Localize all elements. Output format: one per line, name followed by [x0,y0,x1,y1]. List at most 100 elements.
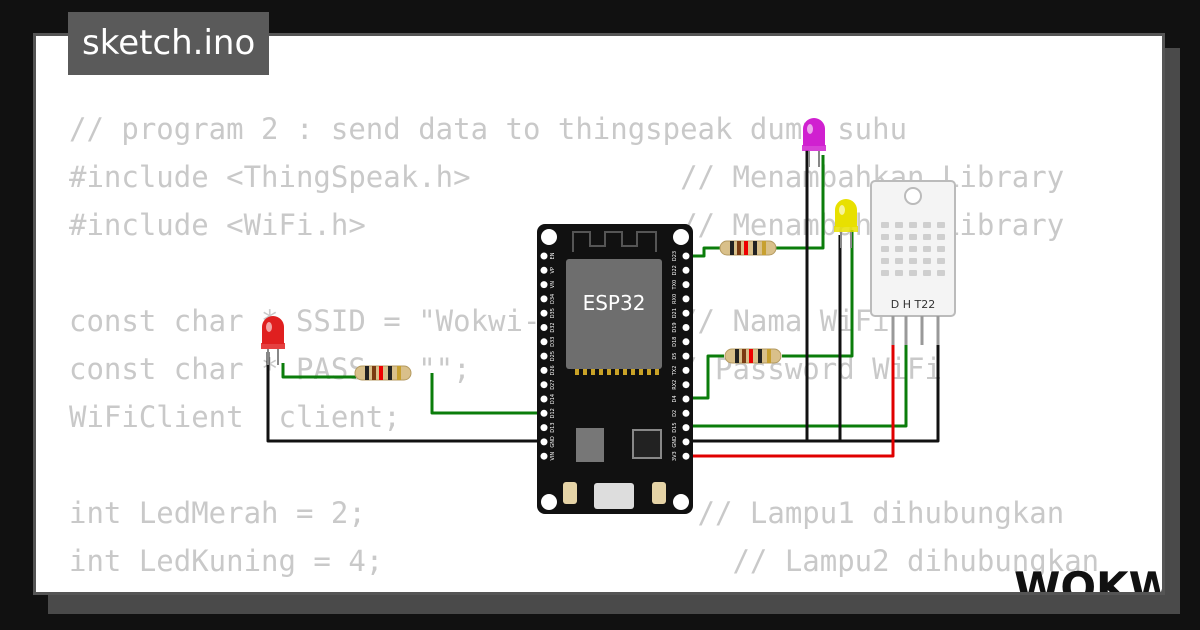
resistor-band [397,366,401,380]
module-pin [615,369,619,375]
resistor-yellow-led [724,348,782,364]
wire-yellow-led [782,230,854,358]
mounting-hole [541,494,557,510]
resistor-band [730,241,734,255]
dht22-vent [923,270,931,276]
pin-label-left: D13 [550,422,556,432]
dht22-vent [923,222,931,228]
dht22-vent [881,270,889,276]
resistor-band [744,241,748,255]
pin-left [540,395,548,403]
dht22-vent [937,270,945,276]
resistor-band [372,366,376,380]
pin-label-right: RX0 [672,294,678,304]
pin-left [540,452,548,460]
module-pin [623,369,627,375]
pin-right [682,438,690,446]
file-name-tab[interactable]: sketch.ino [68,12,270,75]
module-pin [647,369,651,375]
pin-right [682,395,690,403]
dht22-vent [909,222,917,228]
dht22-vent [937,222,945,228]
led-dome [835,199,857,227]
code-line: #include <WiFi.h> // Menambahkan Library [69,208,1065,242]
module-pin [599,369,603,375]
pin-right [682,266,690,274]
led-highlight [839,205,845,215]
resistor-band [767,349,771,363]
boot-button [563,482,577,504]
dht22-vent [937,234,945,240]
pin-label-right: D18 [672,337,678,347]
pin-label-right: D23 [672,251,678,261]
led-rim [802,145,826,151]
module-pin [591,369,595,375]
pin-label-left: D35 [550,308,556,318]
code-line: int LedKuning = 4; // Lampu2 dihubungkan [69,544,1100,578]
pin-right [682,324,690,331]
led-rim [261,343,285,349]
pin-label-right: TX0 [672,280,678,291]
pin-label-right: D4 [672,395,678,402]
pin-label-right: D22 [672,265,678,275]
pin-right [682,409,690,417]
dht22-vent [937,258,945,264]
pin-right [682,366,690,374]
pin-right [682,281,690,289]
pin-right [682,424,690,432]
red-led [261,316,285,365]
usb-port [594,483,634,509]
resistor-band [762,241,766,255]
pin-left [540,438,548,446]
dht22-vent [895,246,903,252]
dht22-vent [881,246,889,252]
pin-label-right: RX2 [672,380,678,390]
pin-left [540,324,548,331]
pin-label-right: D19 [672,322,678,332]
dht22-vent [881,258,889,264]
pin-left [540,424,548,432]
dht22-vent [923,246,931,252]
resistor-red-led [354,365,412,381]
dht22-vent [923,234,931,240]
esp32-board: ESP32ENVPVND34D35D32D33D25D26D27D14D12D1… [537,224,693,514]
resistor-band [742,349,746,363]
pin-label-right: D15 [672,422,678,432]
wokwi-logo: WOKWi [1014,563,1162,592]
pin-left [540,352,548,360]
circuit-diagram: D H T22ESP32ENVPVND34D35D32D33D25D26D27D… [261,118,956,514]
dht22-label: D H T22 [891,298,935,311]
wire-dht-vcc [686,345,895,458]
resistor-band [379,366,383,380]
pin-right [682,352,690,360]
pin-right [682,338,690,346]
dht22-sensor: D H T22 [870,180,956,345]
pin-label-left: VIN [550,452,556,461]
dht22-vent [895,270,903,276]
pin-right [682,452,690,460]
dht22-vent [895,234,903,240]
led-highlight [266,322,272,332]
resistor-magenta-led [719,240,777,256]
magenta-led [802,118,826,167]
pin-label-left: GND [550,436,556,448]
pin-right [682,252,690,260]
resistor-band [753,241,757,255]
resistor-band [758,349,762,363]
pin-label-right: D2 [672,410,678,417]
mounting-hole [673,229,689,245]
pin-right [682,381,690,389]
preview-card: // program 2 : send data to thingspeak d… [33,33,1165,595]
reset-button [652,482,666,504]
resistor-band [388,366,392,380]
pin-label-left: D14 [550,394,556,404]
dht22-vent [881,222,889,228]
code-line: // program 2 : send data to thingspeak d… [69,112,908,146]
dht22-vent [881,234,889,240]
wire-red-led [281,363,356,379]
pin-left [540,252,548,260]
wire-d4 [690,354,724,400]
wire-dht-data [686,345,908,428]
code-line: #include <ThingSpeak.h> // Menambahkan L… [69,160,1065,194]
pin-label-left: D34 [550,294,556,304]
